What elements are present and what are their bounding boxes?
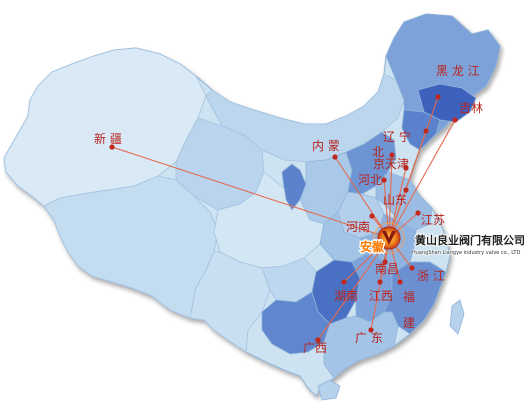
route-tianjin: [388, 167, 407, 239]
dot-tianjin[interactable]: [403, 165, 409, 171]
label-heilongjiang: 黑 龙 江: [436, 64, 480, 78]
label-hebei: 河北: [358, 173, 382, 187]
hub-marker[interactable]: [373, 222, 405, 254]
dot-hebei[interactable]: [381, 177, 387, 183]
route-guangxi: [317, 237, 390, 341]
dot-heilongjiang[interactable]: [435, 94, 441, 100]
company-name-en: HuangShan Liangye industry valve co., LT…: [412, 250, 520, 256]
label-liaoning: 辽 宁: [383, 129, 411, 144]
province-labels: 新 疆 内 蒙 黑 龙 江 吉林 辽 宁 北 京天津 河北 山东 河南 江苏 浙…: [94, 64, 483, 355]
label-guangxi: 广西: [303, 341, 327, 355]
label-guangdong: 广 东: [355, 331, 383, 345]
label-jiangsu: 江苏: [421, 213, 445, 227]
dot-henan[interactable]: [369, 213, 375, 219]
dot-jiangsu[interactable]: [415, 210, 421, 216]
label-beijing: 北: [372, 145, 384, 159]
dot-guangdong[interactable]: [368, 327, 374, 333]
label-hunan: 湖南: [334, 288, 358, 303]
dot-guangxi[interactable]: [315, 337, 321, 343]
hub-label: 安徽: [360, 239, 385, 254]
label-tianjin: 京天津: [373, 157, 409, 171]
dot-beijing[interactable]: [389, 152, 395, 158]
dot-fujian[interactable]: [397, 279, 403, 285]
label-jiangxi: 江西: [369, 289, 393, 303]
label-henan: 河南: [346, 219, 370, 234]
dot-neimenggu[interactable]: [332, 154, 338, 160]
label-zhejiang: 浙 江: [417, 269, 445, 283]
route-beijing: [388, 154, 393, 239]
label-fujian-jian: 建: [403, 316, 415, 330]
dot-shandong[interactable]: [403, 187, 409, 193]
city-dots: [109, 94, 458, 343]
route-xinjiang: [111, 146, 390, 239]
label-jilin: 吉林: [459, 101, 483, 115]
label-nanchang: 南昌: [375, 261, 399, 276]
dot-xinjiang[interactable]: [109, 144, 115, 150]
route-neimenggu: [334, 156, 390, 239]
label-fujian-fu: 福: [403, 289, 415, 304]
dot-jiangxi[interactable]: [377, 279, 383, 285]
company-logo-icon: [382, 231, 396, 245]
dot-liaoning[interactable]: [423, 128, 429, 134]
label-neimenggu: 内 蒙: [312, 139, 340, 153]
dot-jilin[interactable]: [452, 117, 458, 123]
dot-nanchang[interactable]: [382, 259, 388, 265]
label-xinjiang: 新 疆: [94, 131, 122, 146]
company-name: 黄山良业阀门有限公司: [415, 233, 525, 247]
dot-hunan[interactable]: [341, 279, 347, 285]
label-shandong: 山东: [383, 193, 407, 207]
route-jilin: [388, 119, 456, 239]
dot-zhejiang[interactable]: [409, 265, 415, 271]
